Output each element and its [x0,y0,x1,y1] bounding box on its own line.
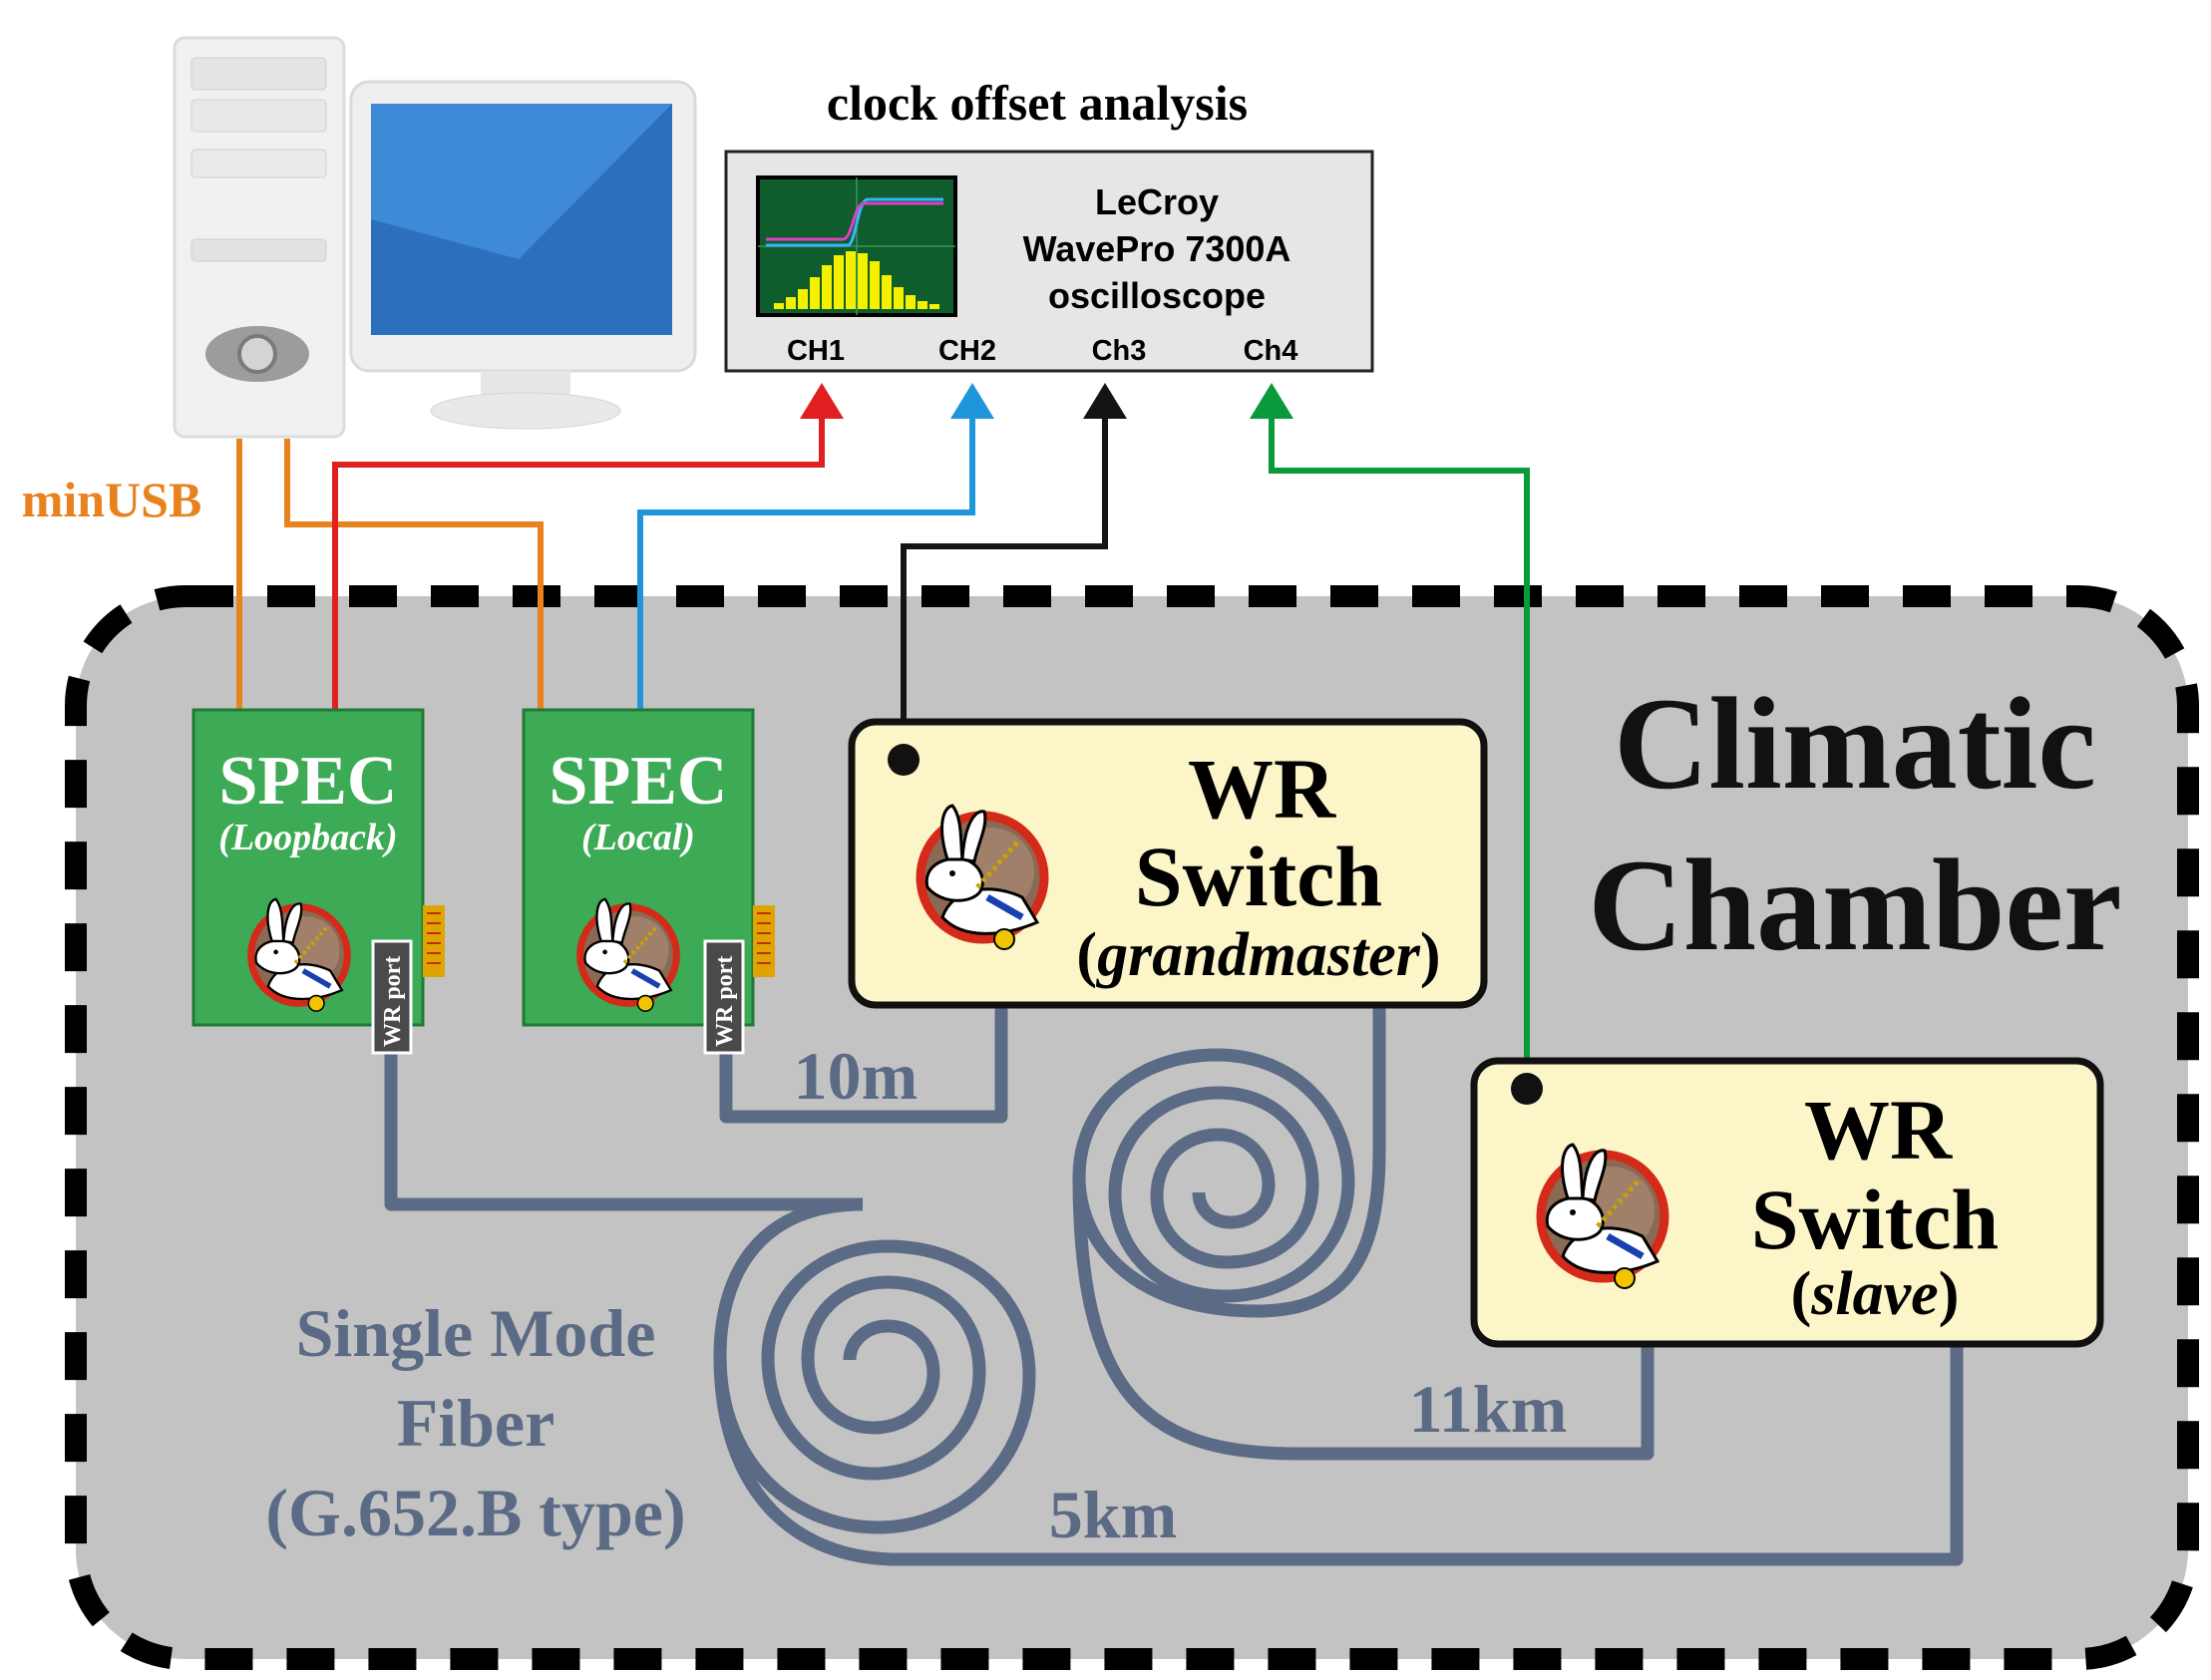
chamber-dashed-border [65,585,2199,1670]
oscilloscope: LeCroy WavePro 7300A oscilloscope CH1 CH… [724,150,1374,373]
fiber-spool-11km [1072,1048,1355,1318]
spec-loopback-subtitle: (Loopback) [218,817,397,858]
pcie-connector-icon [423,905,445,977]
grandmaster-port-dot [888,744,920,776]
spec-local-title: SPEC [550,743,728,820]
monitor-icon [349,80,697,430]
ch2-wire [637,415,975,710]
slave-title-line2: Switch [1751,1172,1999,1267]
wr-switch-grandmaster: WR Switch (grandmaster) [848,718,1488,1009]
chamber-label-line1: Climatic [1614,670,2096,817]
ch3-wire [901,415,1108,758]
chamber-label-line2: Chamber [1588,832,2121,978]
usb-label: minUSB [22,472,202,527]
ch4-arrow-icon [1250,383,1293,419]
spec-local-board: SPEC (Local) WR port [522,708,775,1055]
gm-role-italic: grandmaster [1095,921,1421,989]
scope-trace-blue [766,197,943,247]
length-5km-label: 5km [1049,1477,1177,1552]
fiber-label-line1: Single Mode [296,1295,656,1371]
scope-channel-3: Ch3 [1092,335,1147,367]
length-11km-label: 11km [1409,1371,1568,1447]
scope-trace-magenta [766,201,943,241]
scope-channel-2: CH2 [938,335,996,367]
gm-title-line2: Switch [1135,829,1382,924]
ch4-wire [1269,415,1530,1089]
ch3-arrow-icon [1083,383,1127,419]
gm-title-line1: WR [1188,741,1336,837]
pc-tower-icon [173,36,346,439]
usb-cable-local [284,439,544,710]
fiber-10m [719,1005,1008,1124]
fiber-11km-to-slave [1072,1176,1655,1461]
fiber-5km-return [713,1344,1964,1566]
ch1-wire [332,415,825,710]
spec-local-subtitle: (Local) [581,817,695,858]
usb-cables [236,439,544,710]
scope-channel-4: Ch4 [1244,335,1298,367]
fiber-cables [384,1005,1964,1566]
scope-channel-1: CH1 [787,335,845,367]
slave-port-dot [1511,1073,1543,1105]
ch2-arrow-icon [950,383,994,419]
fiber-spool-5km [713,1197,1036,1534]
slave-title-line1: WR [1804,1082,1953,1177]
length-10m-label: 10m [794,1038,919,1114]
spec-loopback-board: SPEC (Loopback) WR port [191,708,445,1055]
slave-role: (slave) [1791,1260,1960,1328]
wr-port-loopback [371,939,413,1055]
fiber-label-line3: (G.652.B type) [265,1475,685,1550]
pcie-connector-icon [753,905,775,977]
scope-type: oscilloscope [1048,275,1266,316]
wr-switch-slave: WR Switch (slave) [1470,1057,2104,1348]
scope-model: WavePro 7300A [1023,228,1291,269]
slave-role-italic: slave [1810,1260,1938,1328]
wr-port-local [703,939,745,1055]
spec-loopback-title: SPEC [219,743,398,820]
fiber-11km-from-gm [1256,1005,1386,1318]
wr-port-local-label: WR port [712,956,738,1047]
scope-brand: LeCroy [1095,181,1219,222]
fiber-label-line2: Fiber [397,1385,555,1461]
scope-histogram [774,251,939,309]
ch1-arrow-icon [800,383,844,419]
fiber-loopback [384,1045,863,1211]
heading-title: clock offset analysis [827,75,1248,131]
wr-port-loopback-label: WR port [380,956,406,1047]
gm-role: (grandmaster) [1076,921,1440,989]
